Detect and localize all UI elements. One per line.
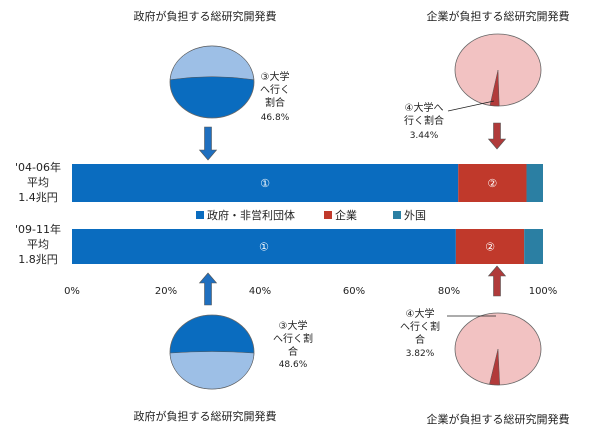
pie-title-government-bottom: 政府が負担する総研究開発費 [134,409,277,423]
pie-label-government-top-line3: 割合 [265,96,285,109]
category-label-2-line3: 1.8兆円 [18,253,58,266]
category-label-1-line1: '04-06年 [15,160,61,174]
bar-government-2 [72,229,456,264]
arrow-up-company [487,265,507,297]
arrows [198,122,507,306]
pie-label-company-bottom-line1: ④大学 [406,307,435,320]
pie-slice-government-bottom [169,351,255,390]
pie-label-government-bottom-line3: 合 [288,345,298,358]
x-tick-label-80: 80% [438,286,460,297]
pie-label-company-bottom-line3: 合 [415,333,425,346]
pie-label-government-bottom: ③大学 へ行く割 合 48.6% [273,319,313,370]
pie-label-company-top-line1: ④大学へ [405,101,444,114]
x-tick-label-0: 0% [64,286,80,297]
category-label-2-line2: 平均 [27,238,49,251]
pie-slice-company-bottom [489,348,500,386]
arrow-down-government [198,126,218,161]
pie-value-company-top: 3.44% [410,131,439,141]
pie-label-company-top: ④大学へ 行く割合 3.44% [404,100,495,141]
category-label-1-line3: 1.4兆円 [18,191,58,204]
arrow-up-government [198,272,218,306]
pie-government-top [169,45,255,119]
category-label-1: '04-06年 平均 1.4兆円 [15,160,61,204]
pie-label-company-top-line2: 行く割合 [404,114,444,127]
category-label-2: '09-11年 平均 1.8兆円 [15,222,61,266]
pie-label-government-top: ③大学 へ行く 割合 46.8% [260,70,290,123]
x-tick-label-20: 20% [155,286,177,297]
pie-title-company-top: 企業が負担する総研究開発費 [427,9,570,23]
bar-label-companies-2: ② [485,241,495,254]
legend-label-government: 政府・非営利団体 [207,208,295,222]
pie-label-company-bottom: ④大学 へ行く割 合 3.82% [400,307,496,359]
pie-government-bottom [169,314,255,390]
x-tick-label-40: 40% [249,286,271,297]
pie-slice-government-top [169,45,255,80]
pie-value-government-bottom: 48.6% [279,360,308,370]
bar-companies-1 [458,164,527,202]
pie-label-company-bottom-line2: へ行く割 [400,320,440,333]
arrow-down-company [487,122,507,150]
pie-value-government-top: 46.8% [261,113,290,123]
bar-foreign-1 [526,164,543,202]
legend-swatch-government [196,211,204,219]
x-tick-label-100: 100% [529,286,558,297]
legend-label-companies: 企業 [335,208,357,222]
x-axis-tick-labels: 0% 20% 40% 60% 80% 100% [64,286,557,297]
bar-label-government-2: ① [259,241,269,254]
pie-leader-line-company-top [447,100,495,112]
category-label-1-line2: 平均 [27,176,49,189]
legend: 政府・非営利団体 企業 外国 [196,208,426,222]
bar-companies-2 [455,229,525,264]
bar-foreign-2 [524,229,543,264]
legend-swatch-companies [324,211,332,219]
stacked-bars: ① ② ① ② [72,164,543,264]
pie-label-government-top-line2: へ行く [260,83,290,96]
pie-label-government-top-line1: ③大学 [261,70,290,83]
category-label-2-line1: '09-11年 [15,222,61,236]
pie-company-bottom [454,312,542,386]
pie-title-government-top: 政府が負担する総研究開発費 [134,9,277,23]
pie-label-government-bottom-line2: へ行く割 [273,332,313,345]
pie-value-company-bottom: 3.82% [406,349,435,359]
pie-company-top [454,33,542,107]
bar-label-companies-1: ② [487,177,497,190]
legend-label-foreign: 外国 [404,209,426,222]
bar-government-1 [72,164,459,202]
pie-slice-company-top [489,69,500,107]
bar-label-government-1: ① [260,177,270,190]
x-tick-label-60: 60% [343,286,365,297]
pie-title-company-bottom: 企業が負担する総研究開発費 [427,412,570,426]
legend-swatch-foreign [393,211,401,219]
pie-label-government-bottom-line1: ③大学 [279,319,308,332]
